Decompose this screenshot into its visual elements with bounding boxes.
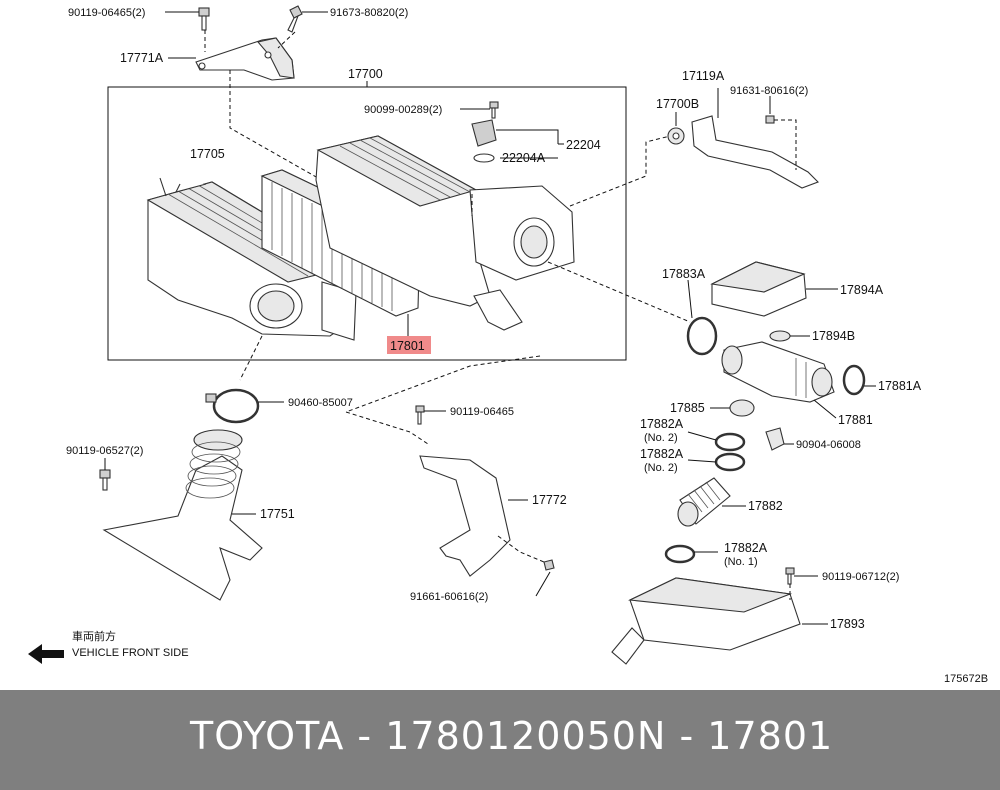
- label-front-en: VEHICLE FRONT SIDE: [72, 647, 189, 659]
- label-90119-06712-2: 90119-06712(2): [822, 571, 899, 583]
- label-17885: 17885: [670, 401, 705, 415]
- label-17700: 17700: [348, 67, 383, 81]
- part-number-title: TOYOTA - 1780120050: [190, 714, 637, 758]
- label-17881: 17881: [838, 413, 873, 427]
- label-17882A-b-qty: (No. 2): [644, 462, 678, 474]
- label-17882A-c: 17882A: [724, 541, 768, 555]
- label-17772: 17772: [532, 493, 567, 507]
- clamp-17881A: [842, 364, 866, 396]
- label-90119-06465: 90119-06465: [450, 406, 514, 418]
- label-22204: 22204: [566, 138, 601, 152]
- connector-90904-06008: [765, 427, 785, 451]
- label-17894A: 17894A: [840, 283, 884, 297]
- label-17119A: 17119A: [682, 69, 725, 83]
- label-17882A-c-qty: (No. 1): [724, 556, 758, 568]
- clamp-90460-85007: [205, 388, 260, 424]
- bolt-90119-06712: [785, 567, 795, 585]
- bolt-90119-06465-top: [198, 7, 210, 31]
- label-17882A-a-qty: (No. 2): [644, 432, 678, 444]
- bracket-17772: [419, 455, 511, 577]
- label-17894B: 17894B: [812, 329, 855, 343]
- clamp-17882A-c: [664, 544, 696, 564]
- label-17882A-a: 17882A: [640, 417, 684, 431]
- label-17881A: 17881A: [878, 379, 922, 393]
- label-17705: 17705: [190, 147, 225, 161]
- air-duct-17751: [102, 429, 263, 601]
- bolt-90119-06465: [415, 405, 425, 425]
- label-17771A: 17771A: [120, 51, 164, 65]
- highlight-17801: [387, 336, 431, 354]
- label-90119-06465-2: 90119-06465(2): [68, 7, 145, 19]
- label-91673-80820-2: 91673-80820(2): [330, 7, 408, 19]
- hose-17885: [729, 399, 755, 417]
- nut-91661-60616: [543, 559, 555, 571]
- label-17700B: 17700B: [656, 97, 699, 111]
- label-17801: 17801: [390, 339, 425, 353]
- label-front-jp: 車両前方: [72, 629, 116, 643]
- mass-airflow-sensor-22204: [471, 119, 497, 163]
- intake-hose-17881: [721, 341, 835, 403]
- label-17751: 17751: [260, 507, 295, 521]
- label-22204A: 22204A: [502, 151, 546, 165]
- air-cleaner-case: [315, 135, 575, 331]
- bracket-17771A: [195, 37, 295, 81]
- hose-17882: [677, 477, 731, 527]
- resonator-cover-17894A: [710, 261, 807, 317]
- bolt-91631-80616: [765, 115, 775, 124]
- grommet-17700B: [667, 127, 685, 145]
- clamp-17882A-a: [714, 432, 746, 452]
- label-91661-60616-2: 91661-60616(2): [410, 591, 488, 603]
- label-17893: 17893: [830, 617, 865, 631]
- clamp-17883A: [686, 316, 718, 356]
- footer-bar: TOYOTA - 1780120050 N - 17801: [0, 690, 1000, 790]
- resonator-17893: [611, 577, 801, 665]
- bolt-91673-80820: [287, 5, 303, 33]
- label-90460-85007: 90460-85007: [288, 397, 353, 409]
- label-90099-00289-2: 90099-00289(2): [364, 104, 442, 116]
- label-90119-06527-2: 90119-06527(2): [66, 445, 143, 457]
- vehicle-front-arrow: [28, 644, 64, 664]
- bracket-17119A: [691, 115, 819, 189]
- label-90904-06008: 90904-06008: [796, 439, 861, 451]
- reference-number: N - 17801: [637, 714, 834, 758]
- screw-90099-00289: [489, 101, 499, 119]
- label-91631-80616-2: 91631-80616(2): [730, 85, 808, 97]
- illustration-id: 175672B: [944, 673, 988, 685]
- label-17882: 17882: [748, 499, 783, 513]
- gasket-17894B: [769, 330, 791, 342]
- clamp-17882A-b: [714, 452, 746, 472]
- label-17883A: 17883A: [662, 267, 706, 281]
- label-17882A-b: 17882A: [640, 447, 684, 461]
- parts-diagram: 90119-06465(2) 91673-80820(2) 17771A 177…: [28, 5, 988, 685]
- bolt-90119-06527: [99, 469, 111, 491]
